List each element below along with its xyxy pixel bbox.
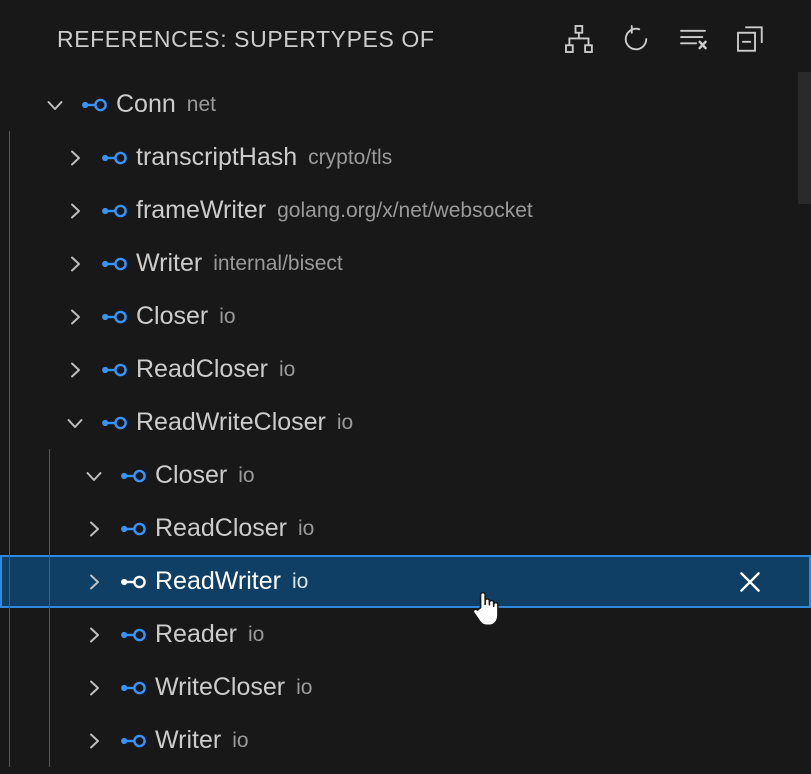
indent-guide <box>49 661 50 714</box>
symbol-interface-icon <box>94 413 136 433</box>
header-action-bar <box>562 22 789 56</box>
tree-row[interactable]: ReadWriteCloser io <box>0 396 811 449</box>
tree-row-label: Writer <box>136 249 203 277</box>
tree-row-description: io <box>291 570 309 593</box>
chevron-right-icon[interactable] <box>75 729 113 753</box>
chevron-right-icon[interactable] <box>56 199 94 223</box>
indent-guide <box>9 608 10 661</box>
tree-row-description: io <box>238 464 255 487</box>
tree-row[interactable]: Writer internal/bisect <box>0 237 811 290</box>
tree-row[interactable]: Reader io <box>0 608 811 661</box>
chevron-right-icon[interactable] <box>75 676 113 700</box>
clear-all-icon[interactable] <box>676 22 710 56</box>
indent-guide <box>9 184 10 237</box>
symbol-interface-icon <box>113 572 155 592</box>
tree-row[interactable]: WriteCloser io <box>0 661 811 714</box>
indent-guide <box>9 237 10 290</box>
chevron-right-icon[interactable] <box>75 570 113 594</box>
tree-row-description: io <box>219 305 236 328</box>
indent-guide <box>9 449 10 502</box>
tree-row-description: net <box>186 93 216 116</box>
chevron-right-icon[interactable] <box>75 623 113 647</box>
tree-row-description: io <box>248 623 265 646</box>
scrollbar-thumb[interactable] <box>798 72 811 204</box>
chevron-down-icon[interactable] <box>56 411 94 435</box>
tree-row[interactable]: ReadWriter io <box>0 555 811 608</box>
symbol-interface-icon <box>94 254 136 274</box>
indent-guide <box>49 555 50 608</box>
symbol-interface-icon <box>94 201 136 221</box>
tree-row-label: Writer <box>155 726 222 754</box>
tree-row-label: ReadCloser <box>155 514 288 542</box>
tree-row-description: io <box>279 358 296 381</box>
tree-row-description: io <box>296 676 313 699</box>
tree-row[interactable]: Closer io <box>0 290 811 343</box>
indent-guide <box>9 661 10 714</box>
tree-row-description: io <box>298 517 315 540</box>
indent-guide <box>9 343 10 396</box>
tree-row[interactable]: Closer io <box>0 449 811 502</box>
panel-header: REFERENCES: SUPERTYPES OF <box>0 0 811 78</box>
symbol-interface-icon <box>94 148 136 168</box>
collapse-all-icon[interactable] <box>733 22 767 56</box>
symbol-interface-icon <box>113 466 155 486</box>
indent-guide <box>9 131 10 184</box>
tree-row-label: transcriptHash <box>136 143 298 171</box>
chevron-right-icon[interactable] <box>75 517 113 541</box>
indent-guide <box>49 608 50 661</box>
tree-row-description: golang.org/x/net/websocket <box>277 199 533 222</box>
tree-row-label: Conn <box>116 90 176 118</box>
chevron-right-icon[interactable] <box>56 146 94 170</box>
symbol-interface-icon <box>113 678 155 698</box>
tree-row-description: io <box>232 729 249 752</box>
indent-guide <box>9 714 10 767</box>
indent-guide <box>9 290 10 343</box>
indent-guide <box>49 449 50 502</box>
symbol-interface-icon <box>113 731 155 751</box>
tree-row-description: crypto/tls <box>308 146 393 169</box>
tree-row-label: ReadWriter <box>155 567 281 595</box>
close-icon[interactable] <box>733 565 767 599</box>
indent-guide <box>9 502 10 555</box>
symbol-interface-icon <box>113 519 155 539</box>
vertical-scrollbar[interactable] <box>798 0 811 774</box>
chevron-right-icon[interactable] <box>56 358 94 382</box>
chevron-right-icon[interactable] <box>56 252 94 276</box>
refresh-icon[interactable] <box>619 22 653 56</box>
page-title: REFERENCES: SUPERTYPES OF <box>57 25 435 52</box>
tree-row-label: WriteCloser <box>155 673 286 701</box>
indent-guide <box>9 555 10 608</box>
symbol-interface-icon <box>94 360 136 380</box>
tree-row-label: Closer <box>155 461 228 489</box>
tree-row-label: Closer <box>136 302 209 330</box>
tree-row[interactable]: ReadCloser io <box>0 343 811 396</box>
tree-row-label: Reader <box>155 620 237 648</box>
indent-guide <box>49 502 50 555</box>
tree-row[interactable]: frameWriter golang.org/x/net/websocket <box>0 184 811 237</box>
indent-guide <box>9 396 10 449</box>
type-hierarchy-icon[interactable] <box>562 22 596 56</box>
indent-guide <box>49 714 50 767</box>
tree-row-description: internal/bisect <box>213 252 343 275</box>
symbol-interface-icon <box>74 95 116 115</box>
chevron-down-icon[interactable] <box>75 464 113 488</box>
chevron-down-icon[interactable] <box>36 93 74 117</box>
chevron-right-icon[interactable] <box>56 305 94 329</box>
symbol-interface-icon <box>94 307 136 327</box>
tree-row-label: ReadCloser <box>136 355 269 383</box>
tree-row-label: ReadWriteCloser <box>136 408 326 436</box>
tree-row[interactable]: transcriptHash crypto/tls <box>0 131 811 184</box>
tree-row[interactable]: ReadCloser io <box>0 502 811 555</box>
tree-row-description: io <box>336 411 354 434</box>
tree-row[interactable]: Writer io <box>0 714 811 767</box>
symbol-interface-icon <box>113 625 155 645</box>
tree-row-label: frameWriter <box>136 196 267 224</box>
